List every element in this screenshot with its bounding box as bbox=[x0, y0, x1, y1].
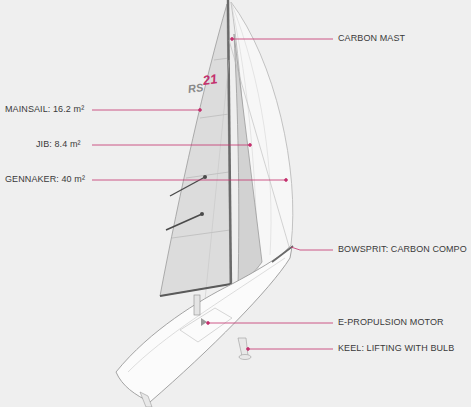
motor-pod bbox=[194, 295, 200, 315]
leader-line bbox=[92, 180, 286, 181]
leader-dot bbox=[199, 109, 202, 112]
cockpit bbox=[180, 308, 232, 342]
motor bbox=[201, 318, 207, 326]
part-label: E-PROPULSION MOTOR bbox=[338, 318, 444, 328]
leader-line bbox=[208, 323, 333, 324]
mast bbox=[228, 0, 231, 288]
rudder bbox=[140, 392, 152, 407]
leader-dot bbox=[247, 348, 250, 351]
part-label: JIB: 8.4 m² bbox=[36, 140, 81, 150]
part-label: KEEL: LIFTING WITH BULB bbox=[338, 344, 454, 354]
keel-fin bbox=[238, 338, 248, 356]
sail-panel bbox=[172, 58, 230, 238]
keel-bulb bbox=[239, 355, 251, 360]
logo-text: RS bbox=[187, 81, 204, 95]
leader-line bbox=[300, 250, 333, 251]
leader-dot bbox=[249, 144, 252, 147]
part-label: GENNAKER: 40 m² bbox=[5, 175, 85, 185]
bowsprit bbox=[272, 246, 293, 262]
part-label: CARBON MAST bbox=[338, 34, 405, 44]
hull bbox=[116, 247, 292, 402]
part-label: MAINSAIL: 16.2 m² bbox=[5, 105, 84, 115]
deck-line bbox=[128, 258, 285, 372]
leader-line bbox=[92, 110, 200, 111]
batten bbox=[166, 214, 202, 230]
mainsail bbox=[160, 4, 230, 296]
leader-line bbox=[248, 349, 333, 350]
leader-dot bbox=[231, 38, 234, 41]
logo-text: 21 bbox=[202, 72, 218, 88]
leader-dot bbox=[207, 322, 210, 325]
batten-end bbox=[200, 212, 204, 216]
batten-end bbox=[203, 175, 207, 179]
leader-line bbox=[92, 145, 250, 146]
leader-dot bbox=[285, 179, 288, 182]
leader-line bbox=[291, 247, 300, 250]
gennaker-sail bbox=[231, 2, 293, 290]
leader-line bbox=[232, 39, 333, 40]
part-label: BOWSPRIT: CARBON COMPO bbox=[338, 245, 467, 255]
